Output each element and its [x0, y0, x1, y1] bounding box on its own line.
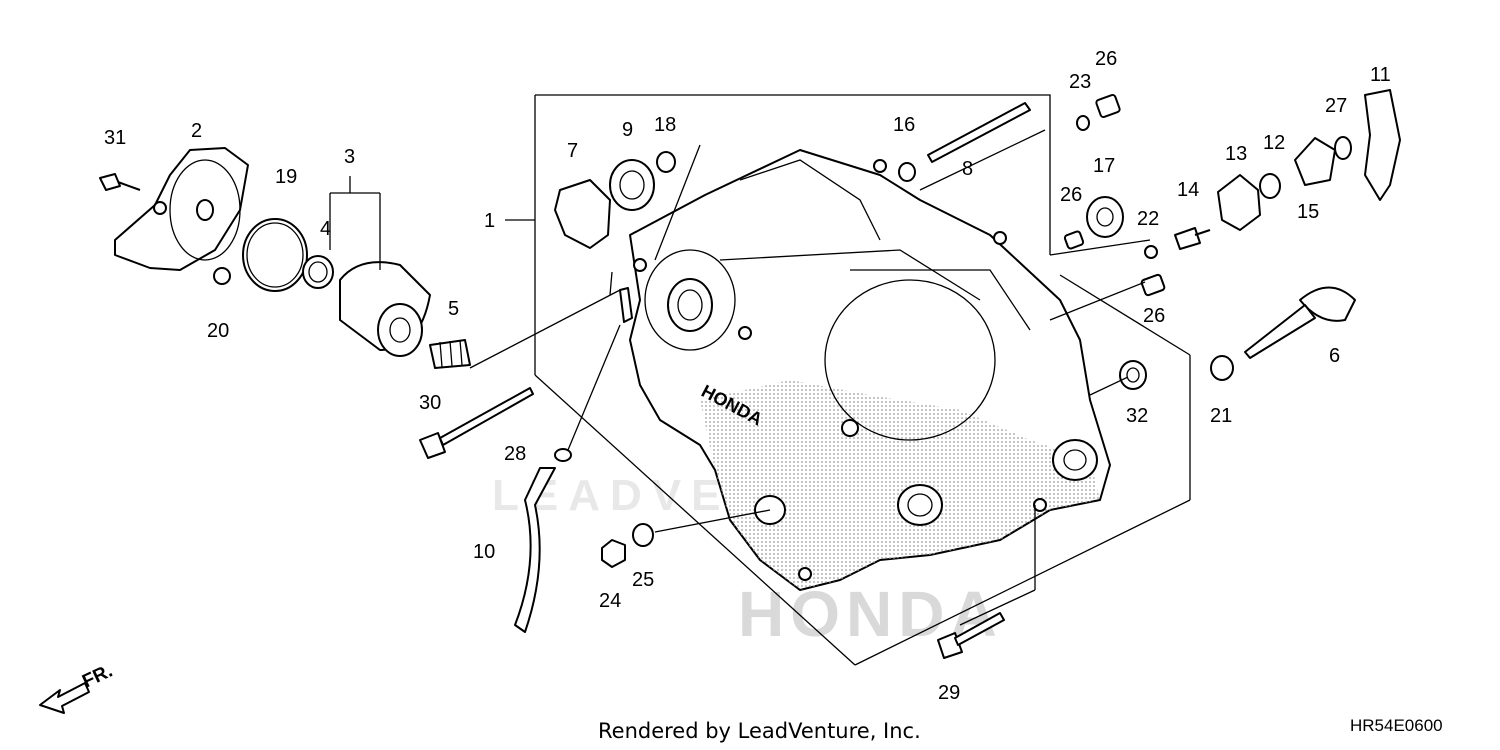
callout-26c: 26	[1143, 305, 1165, 327]
plate-13	[1217, 174, 1261, 231]
shaft-8	[927, 102, 1031, 163]
callout-8: 8	[962, 158, 973, 180]
callout-22: 22	[1137, 208, 1159, 230]
callout-25: 25	[632, 569, 654, 591]
callout-18: 18	[654, 114, 676, 136]
bolt-31	[99, 173, 141, 191]
callout-31: 31	[104, 127, 126, 149]
o-ring-19	[242, 218, 308, 292]
o-ring-21	[1210, 355, 1234, 381]
callout-5: 5	[448, 298, 459, 320]
callout-24: 24	[599, 590, 621, 612]
spring-5	[429, 339, 471, 369]
bearing-32	[1119, 360, 1147, 390]
leader-lines	[329, 129, 1191, 666]
crankcase-cover: HONDA	[629, 149, 1111, 591]
dowel-26b	[1063, 230, 1085, 250]
washer-20	[213, 267, 231, 285]
bracket-11	[1364, 89, 1401, 201]
washer-22	[1144, 245, 1158, 259]
dowel-26	[1095, 93, 1121, 119]
callout-3: 3	[344, 146, 355, 168]
bearing-17	[1086, 196, 1124, 238]
diagram-code: HR54E0600	[1350, 716, 1443, 735]
callout-4: 4	[320, 218, 331, 240]
dowel-26c	[1140, 273, 1166, 297]
callout-21: 21	[1210, 405, 1232, 427]
bolt-14	[1174, 227, 1211, 250]
o-ring-4	[302, 255, 334, 289]
callout-17: 17	[1093, 155, 1115, 177]
bolt-29	[937, 612, 1005, 659]
o-ring-12	[1259, 173, 1281, 199]
dipstick-6	[1244, 286, 1356, 359]
callout-1: 1	[484, 210, 495, 232]
callout-16: 16	[893, 114, 915, 136]
callout-14: 14	[1177, 179, 1199, 201]
callout-10: 10	[473, 541, 495, 563]
o-ring-27	[1334, 136, 1352, 160]
washer-18	[656, 151, 676, 173]
washer-16	[898, 162, 916, 182]
callout-29: 29	[938, 682, 960, 704]
washer-25	[632, 523, 654, 547]
footer-credit: Rendered by LeadVenture, Inc.	[598, 719, 921, 743]
callout-28: 28	[504, 443, 526, 465]
callout-9: 9	[622, 119, 633, 141]
callout-23: 23	[1069, 71, 1091, 93]
callout-7: 7	[567, 140, 578, 162]
oil-filter-cover	[114, 147, 249, 271]
callout-2: 2	[191, 120, 202, 142]
callout-32: 32	[1126, 405, 1148, 427]
rotor-7	[554, 179, 611, 249]
washer-23	[1076, 115, 1090, 131]
callout-27: 27	[1325, 95, 1347, 117]
callout-26: 26	[1095, 48, 1117, 70]
oil-seal-9	[609, 159, 655, 211]
front-direction-arrow-icon: FR.	[39, 661, 116, 714]
bolt-30	[419, 387, 534, 459]
cover-15	[1294, 137, 1336, 186]
clip-28	[554, 448, 572, 462]
callout-19: 19	[275, 166, 297, 188]
callout-30: 30	[419, 392, 441, 414]
o-ring-19-inner	[246, 222, 304, 288]
callout-11: 11	[1370, 64, 1391, 86]
callout-6: 6	[1329, 345, 1340, 367]
oil-filter	[339, 261, 431, 357]
callout-15: 15	[1297, 201, 1319, 223]
callout-12: 12	[1263, 132, 1285, 154]
callout-20: 20	[207, 320, 229, 342]
callout-26b: 26	[1060, 184, 1082, 206]
callout-numbers: 1 2 3 4 5 6 7 8 9 10 11 12 13 14 15 16 1…	[104, 48, 1391, 704]
pipe-fitting	[619, 287, 633, 323]
callout-13: 13	[1225, 143, 1247, 165]
nut-24	[601, 539, 626, 568]
tube-10	[514, 467, 556, 633]
bracket-line	[535, 94, 1051, 255]
